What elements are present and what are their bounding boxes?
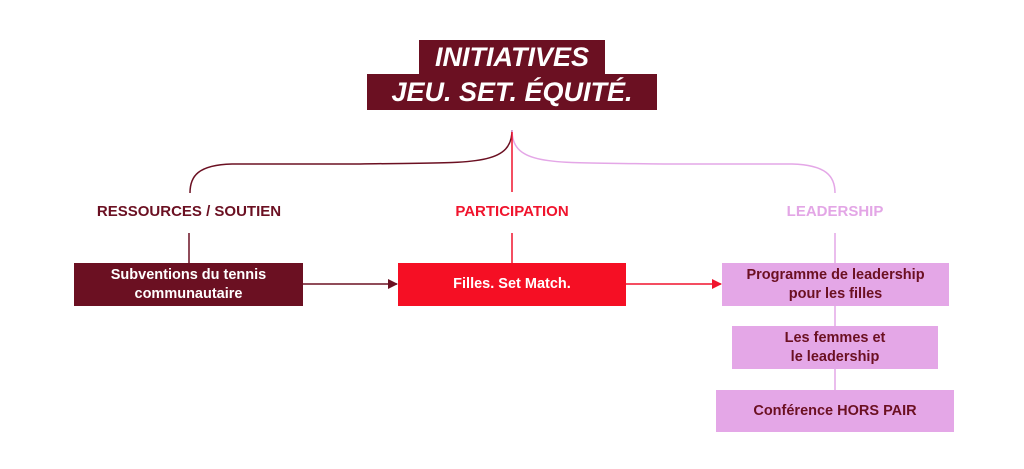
box-subventions-line-2: communautaire — [134, 285, 243, 302]
box-subventions-tennis-communautaire: Subventions du tennis communautaire — [74, 263, 303, 306]
box-femmes-line-1: Les femmes et — [784, 329, 886, 346]
category-leadership: LEADERSHIP — [786, 203, 884, 220]
box-filles-set-match: Filles. Set Match. — [398, 263, 626, 306]
box-femmes-leadership: Les femmes et le leadership — [732, 326, 938, 369]
title-line-1: INITIATIVES — [419, 40, 605, 74]
brace-left — [189, 129, 513, 194]
title-line-2: JEU. SET. ÉQUITÉ. — [367, 74, 657, 110]
box-programme-leadership-filles: Programme de leadership pour les filles — [722, 263, 949, 306]
box-conference-label: Conférence HORS PAIR — [753, 402, 917, 419]
box-conference-hors-pair: Conférence HORS PAIR — [716, 390, 954, 432]
brace-right — [511, 129, 836, 194]
box-programme-line-1: Programme de leadership — [746, 266, 925, 283]
box-filles-label: Filles. Set Match. — [453, 276, 571, 292]
category-ressources-soutien: RESSOURCES / SOUTIEN — [96, 203, 282, 220]
box-subventions-line-1: Subventions du tennis — [110, 266, 267, 283]
box-femmes-line-2: le leadership — [790, 348, 880, 365]
box-programme-line-2: pour les filles — [788, 285, 883, 302]
category-participation: PARTICIPATION — [455, 203, 569, 220]
